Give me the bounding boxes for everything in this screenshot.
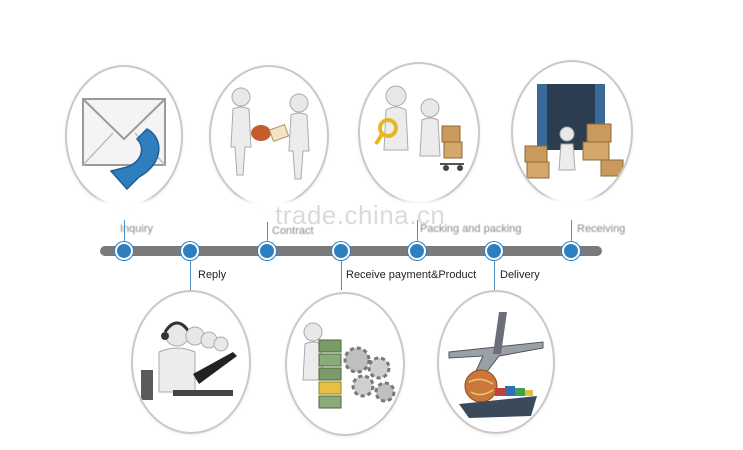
node-packing <box>408 242 426 260</box>
watermark-text: trade.china.cn <box>275 200 446 230</box>
tick-receive-payment <box>341 260 342 290</box>
label-packing: Packing and packing <box>420 223 522 235</box>
handshake-figures-icon <box>230 87 310 180</box>
label-inquiry: Inquiry <box>120 223 154 235</box>
figures-box-cart-icon <box>374 85 464 171</box>
label-contract: Contract <box>272 225 314 237</box>
tick-packing <box>417 220 418 242</box>
packing-circle <box>358 62 480 204</box>
contract-circle <box>209 65 329 207</box>
tick-inquiry <box>124 220 125 242</box>
tick-receiving <box>571 220 572 242</box>
node-contract <box>258 242 276 260</box>
call-center-icon <box>141 321 237 400</box>
label-reply: Reply <box>198 269 227 281</box>
plane-ship-globe-icon <box>448 312 544 418</box>
tick-delivery <box>494 260 495 290</box>
node-receiving <box>562 242 580 260</box>
label-delivery: Delivery <box>500 269 540 281</box>
node-delivery <box>485 242 503 260</box>
receive-payment-circle <box>285 292 405 436</box>
envelope-reply-icon <box>82 98 166 191</box>
reply-circle <box>131 290 251 434</box>
container-boxes-icon <box>524 84 624 179</box>
timeline-bar <box>100 246 602 256</box>
node-receive-payment <box>332 242 350 260</box>
inquiry-circle <box>65 65 183 207</box>
receiving-circle <box>511 60 633 204</box>
tick-contract <box>267 222 268 242</box>
node-reply <box>181 242 199 260</box>
delivery-circle <box>437 290 555 434</box>
label-receive-payment: Receive payment&Product <box>346 269 477 281</box>
label-receiving: Receiving <box>577 223 626 235</box>
node-inquiry <box>115 242 133 260</box>
tick-reply <box>190 260 191 290</box>
money-gears-icon <box>302 322 396 409</box>
